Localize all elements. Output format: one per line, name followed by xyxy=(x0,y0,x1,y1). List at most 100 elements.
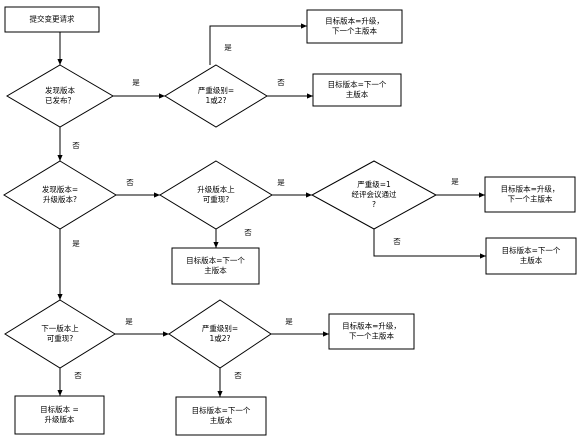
result-r7: 目标版本 =升级版本 xyxy=(14,395,105,435)
node-text-r1-line-0: 目标版本=升级， xyxy=(325,16,384,26)
result-r3: 目标版本=升级，下一个主版本 xyxy=(484,176,576,213)
box-shape-start xyxy=(4,6,100,33)
decision-d7: 严重级别=1或2? xyxy=(168,299,272,369)
node-text-d7-line-0: 严重级别= xyxy=(202,323,238,333)
edge-line-d2-r1 xyxy=(209,25,307,65)
edge-labels-layer: 是是否否否是是否否是是是否否 xyxy=(72,43,459,380)
arrowhead-d6-r7 xyxy=(57,390,63,396)
arrowhead-d6-d7 xyxy=(163,331,169,337)
node-text-d3-line-0: 发现版本= xyxy=(42,184,78,194)
nodes-layer: 提交变更请求发现版本已发布？严重级别=1或2?目标版本=升级，下一个主版本目标版… xyxy=(3,6,577,436)
decision-d2: 严重级别=1或2? xyxy=(164,64,268,128)
result-r6: 目标版本=升级，下一个主版本 xyxy=(328,313,415,350)
edge-d1-d3 xyxy=(57,127,63,161)
node-text-d5-line-0: 严重级=1 xyxy=(357,179,391,189)
box-shape-r1 xyxy=(306,9,403,44)
box-shape-r5 xyxy=(485,237,577,275)
node-text-d6-line-0: 下一版本上 xyxy=(41,323,79,333)
edge-d3-d6 xyxy=(57,229,63,300)
node-text-d2-line-0: 严重级别= xyxy=(198,85,234,95)
node-text-r6-line-0: 目标版本=升级， xyxy=(342,321,401,331)
box-shape-r3 xyxy=(484,176,576,213)
node-text-d4-line-1: 可重现? xyxy=(203,195,229,204)
label-d3-d4-no: 否 xyxy=(126,178,134,187)
node-text-d1-line-1: 已发布？ xyxy=(45,95,75,105)
label-d7-r6-yes: 是 xyxy=(285,317,293,326)
node-text-r7-line-0: 目标版本 = xyxy=(40,404,79,414)
arrowhead-d3-d4 xyxy=(154,192,160,198)
result-r1: 目标版本=升级，下一个主版本 xyxy=(306,9,403,44)
arrowhead-d2-r1 xyxy=(301,23,307,29)
arrowhead-d1-d3 xyxy=(57,155,63,161)
node-text-r7-line-1: 升级版本 xyxy=(45,414,75,424)
label-d4-r4-no: 否 xyxy=(244,228,252,237)
diamond-shape-d4 xyxy=(159,160,273,230)
edge-start-d1 xyxy=(57,32,63,65)
label-d7-r8-no: 否 xyxy=(234,371,242,380)
node-text-d5-line-2: ? xyxy=(372,200,376,209)
label-d5-r3-yes: 是 xyxy=(451,177,459,186)
box-shape-r8 xyxy=(175,396,267,436)
label-d4-d5-yes: 是 xyxy=(277,178,285,187)
node-text-r4-line-1: 主版本 xyxy=(204,265,227,275)
diamond-shape-d7 xyxy=(168,299,272,369)
edge-d3-d4 xyxy=(116,192,160,198)
edge-d5-r5 xyxy=(373,229,486,259)
node-text-d2-line-1: 1或2? xyxy=(205,95,226,105)
node-text-d6-line-1: 可重现? xyxy=(47,334,73,343)
label-d1-d2-yes: 是 xyxy=(132,78,140,87)
edge-d6-r7 xyxy=(57,368,63,396)
arrowhead-d5-r3 xyxy=(479,192,485,198)
node-text-r2-line-1: 主版本 xyxy=(346,89,369,99)
arrowhead-d2-r2 xyxy=(307,93,313,99)
diamond-shape-d3 xyxy=(3,160,117,230)
label-d6-d7-yes: 是 xyxy=(125,317,133,326)
node-text-d4-line-0: 升级版本上 xyxy=(197,184,235,194)
label-d2-r2-no: 否 xyxy=(277,78,285,87)
label-d1-d3-no: 否 xyxy=(72,141,80,150)
diamond-shape-d1 xyxy=(6,64,114,128)
label-d5-r5-no: 否 xyxy=(393,237,401,246)
edge-d7-r8 xyxy=(217,368,223,397)
arrowhead-d7-r6 xyxy=(323,331,329,337)
node-text-r3-line-1: 下一个主版本 xyxy=(508,194,553,204)
edge-d1-d2 xyxy=(113,93,165,99)
result-r4: 目标版本=下一个主版本 xyxy=(171,247,260,285)
start-start: 提交变更请求 xyxy=(4,6,100,33)
box-shape-r6 xyxy=(328,313,415,350)
arrowhead-d4-d5 xyxy=(306,192,312,198)
node-text-r1-line-1: 下一个主版本 xyxy=(332,26,377,36)
diamond-shape-d5 xyxy=(310,160,438,230)
edge-d2-r2 xyxy=(267,93,313,99)
result-r2: 目标版本=下一个主版本 xyxy=(312,73,402,107)
edges-layer xyxy=(57,23,486,397)
edge-d5-r3 xyxy=(436,192,485,198)
arrowhead-d7-r8 xyxy=(217,391,223,397)
node-text-r4-line-0: 目标版本=下一个 xyxy=(186,255,245,265)
box-shape-r4 xyxy=(171,247,260,285)
arrowhead-d3-d6 xyxy=(57,294,63,300)
box-shape-r2 xyxy=(312,73,402,107)
label-d2-r1-yes: 是 xyxy=(224,43,232,52)
arrowhead-start-d1 xyxy=(57,59,63,65)
arrowhead-d5-r5 xyxy=(480,253,486,259)
label-d6-r7-no: 否 xyxy=(74,371,82,380)
result-r8: 目标版本=下一个主版本 xyxy=(175,396,267,436)
edge-line-d5-r5 xyxy=(373,229,486,257)
arrowhead-d4-r4 xyxy=(213,242,219,248)
decision-d3: 发现版本=升级版本? xyxy=(3,160,117,230)
node-text-d1-line-0: 发现版本 xyxy=(45,85,75,95)
arrowhead-d1-d2 xyxy=(159,93,165,99)
node-text-d3-line-1: 升级版本? xyxy=(43,194,77,204)
edge-d2-r1 xyxy=(209,23,307,65)
node-text-r5-line-1: 主版本 xyxy=(520,255,543,265)
node-text-r2-line-0: 目标版本=下一个 xyxy=(328,79,387,89)
label-d3-d6-yes: 是 xyxy=(72,239,80,248)
node-text-d7-line-1: 1或2? xyxy=(209,333,230,343)
edge-d4-r4 xyxy=(213,229,219,248)
